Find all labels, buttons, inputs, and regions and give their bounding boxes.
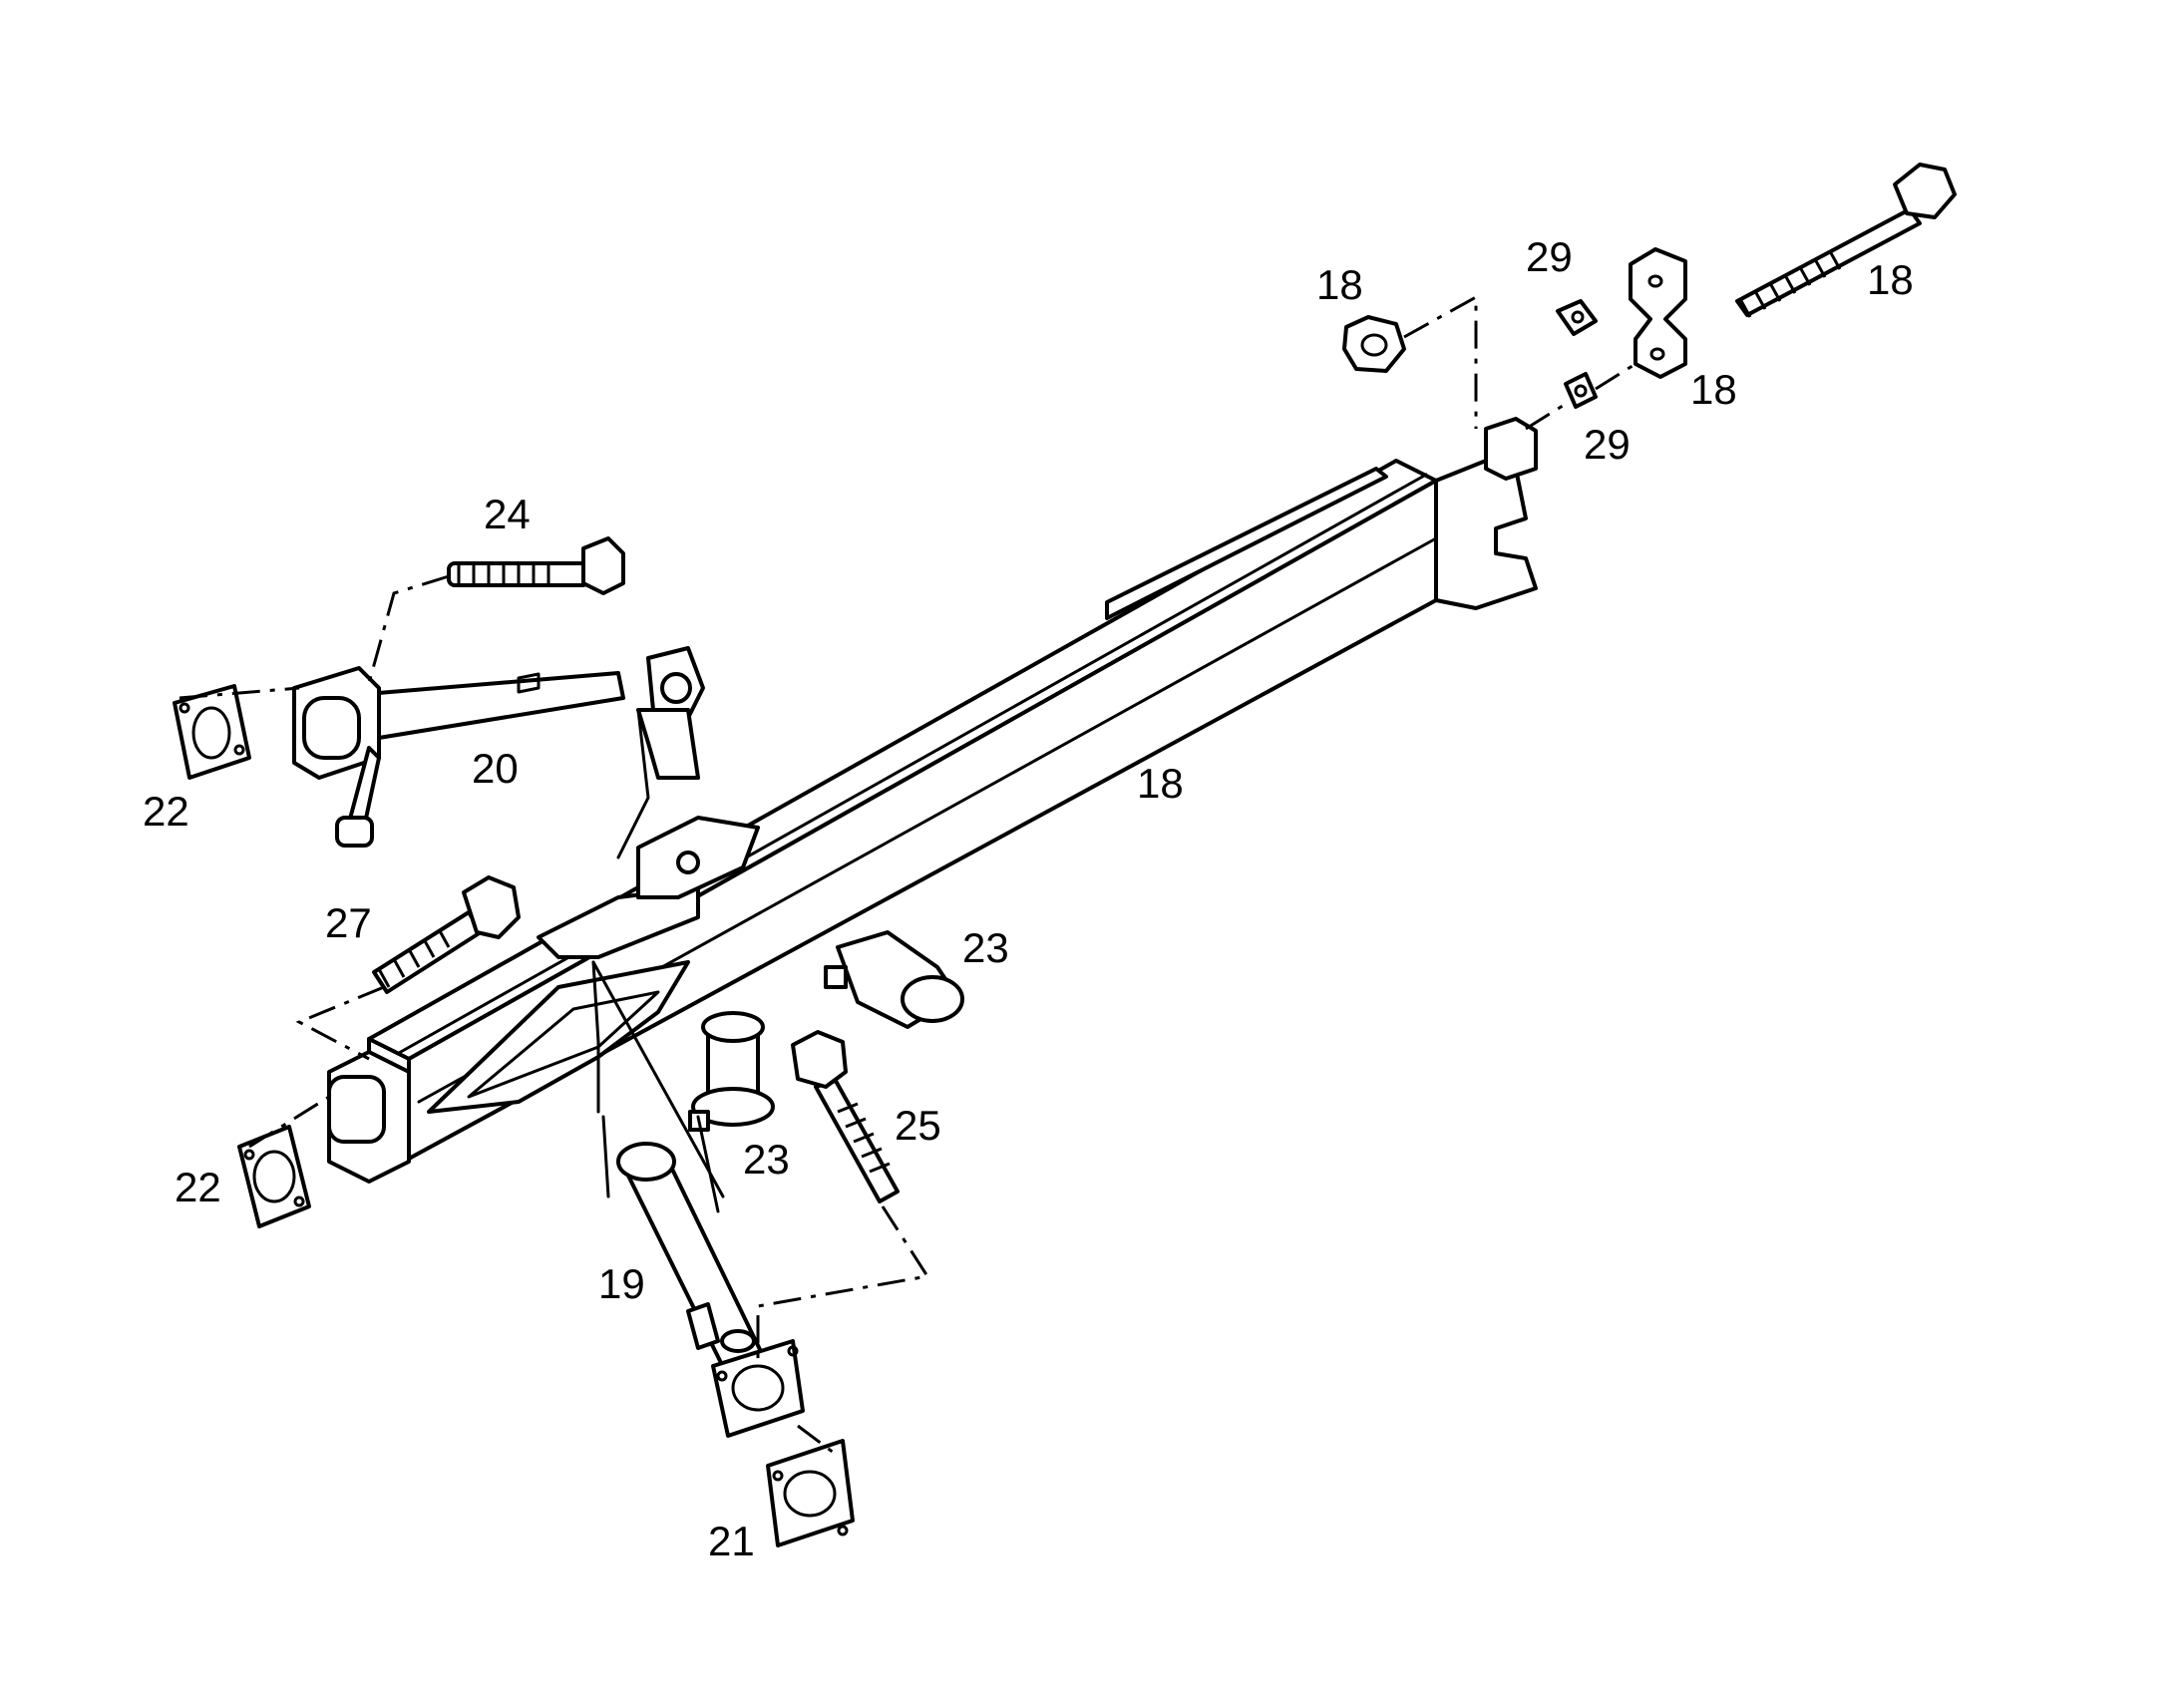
arm-lower bbox=[616, 1142, 805, 1438]
callout-washer-top: 29 bbox=[1526, 233, 1573, 280]
arm-upper bbox=[292, 646, 705, 848]
callout-pin-lower: 23 bbox=[743, 1136, 790, 1183]
clamp bbox=[1629, 247, 1687, 379]
main-beam bbox=[327, 417, 1538, 1184]
bolt-top bbox=[1735, 163, 1957, 318]
callout-plate-upper: 22 bbox=[143, 788, 189, 835]
callout-beam: 18 bbox=[1137, 760, 1184, 807]
washer-top bbox=[1556, 299, 1598, 336]
bolt-left bbox=[372, 875, 521, 994]
assembly-lines bbox=[179, 294, 1636, 1458]
callout-bolt-arm: 24 bbox=[484, 491, 531, 537]
bolt-lower bbox=[791, 1030, 900, 1203]
callout-arm-lower: 19 bbox=[598, 1260, 645, 1307]
plate-lower bbox=[237, 1125, 311, 1228]
nut-top bbox=[1342, 315, 1406, 373]
callout-bolt-left: 27 bbox=[325, 899, 372, 946]
bolt-arm bbox=[447, 536, 625, 595]
callout-bolt-lower: 25 bbox=[895, 1102, 941, 1149]
callout-nut-top: 18 bbox=[1316, 261, 1363, 308]
washer-lower bbox=[1564, 372, 1598, 409]
callout-bolt-top: 18 bbox=[1867, 256, 1914, 303]
callout-plate-bottom: 21 bbox=[708, 1518, 755, 1564]
callout-clamp: 18 bbox=[1690, 366, 1737, 413]
callout-pin-right: 23 bbox=[962, 924, 1009, 971]
pin-right bbox=[824, 930, 964, 1029]
callout-washer-lower: 29 bbox=[1584, 421, 1631, 468]
callout-plate-lower: 22 bbox=[175, 1164, 221, 1210]
plate-bottom bbox=[766, 1439, 855, 1547]
pin-lower bbox=[688, 1011, 775, 1132]
callout-arm-upper: 20 bbox=[472, 745, 519, 792]
plate-upper bbox=[173, 684, 251, 780]
